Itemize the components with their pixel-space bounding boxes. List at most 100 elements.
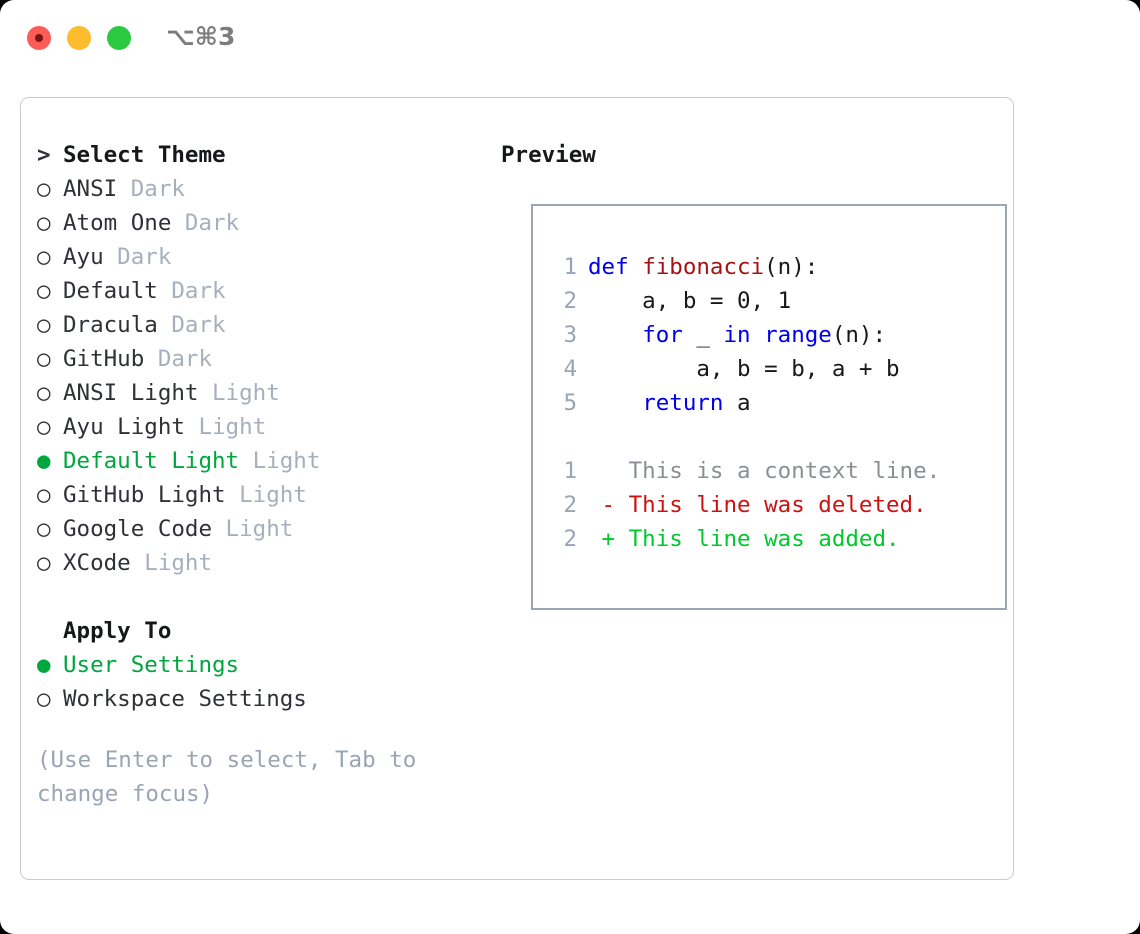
diff-line: 2 + This line was added. <box>551 522 940 556</box>
theme-item-label: GitHub Light <box>63 482 226 508</box>
code-token: (n): <box>764 254 819 280</box>
line-number: 2 <box>563 492 577 518</box>
radio-unselected-icon: ○ <box>37 550 51 576</box>
theme-item-default-light[interactable]: ●Default Light Light <box>37 444 487 478</box>
traffic-lights <box>27 26 131 50</box>
window-title: ⌥⌘3 <box>166 22 236 51</box>
apply-to-indent: • <box>37 614 63 648</box>
theme-item-ayu[interactable]: ○Ayu Dark <box>37 240 487 274</box>
radio-unselected-icon: ○ <box>37 686 51 712</box>
theme-item-variant: Dark <box>144 346 213 372</box>
radio-unselected-icon: ○ <box>37 312 51 338</box>
code-token <box>588 322 642 348</box>
code-token: for <box>642 322 683 348</box>
theme-item-variant: Dark <box>157 278 226 304</box>
code-token: a, b = 0, 1 <box>588 288 792 314</box>
code-line: 3 for _ in range(n): <box>551 318 940 352</box>
apply-to-list: ● User Settings ○ Workspace Settings <box>37 648 487 716</box>
line-number: 2 <box>563 526 577 552</box>
line-number: 4 <box>563 356 577 382</box>
line-number: 1 <box>563 458 577 484</box>
theme-item-label: Google Code <box>63 516 213 542</box>
theme-item-variant: Light <box>198 380 280 406</box>
theme-item-ansi-light[interactable]: ○ANSI Light Light <box>37 376 487 410</box>
diff-line: 1 This is a context line. <box>551 454 940 488</box>
select-theme-label: Select Theme <box>63 142 226 168</box>
close-button[interactable] <box>27 26 51 50</box>
code-token: _ <box>682 322 724 348</box>
radio-selected-icon: ● <box>37 652 51 678</box>
code-token: fibonacci <box>642 254 765 280</box>
theme-item-variant: Dark <box>171 210 240 236</box>
title-bar: ⌥⌘3 <box>0 0 1140 76</box>
theme-item-dracula[interactable]: ○Dracula Dark <box>37 308 487 342</box>
apply-to-item-workspace-settings[interactable]: ○ Workspace Settings <box>37 682 487 716</box>
preview-title: Preview <box>501 142 596 168</box>
code-line: 2 a, b = 0, 1 <box>551 284 940 318</box>
theme-item-variant: Dark <box>103 244 172 270</box>
theme-list: ○ANSI Dark○Atom One Dark○Ayu Dark○Defaul… <box>37 172 487 580</box>
theme-item-github-light[interactable]: ○ GitHub Light Light <box>37 478 487 512</box>
code-token <box>629 254 643 280</box>
theme-item-xcode[interactable]: ○XCode Light <box>37 546 487 580</box>
line-number: 1 <box>563 254 577 280</box>
apply-to-item-label: User Settings <box>63 652 240 678</box>
select-theme-header: > Select Theme <box>37 138 487 172</box>
minimize-button[interactable] <box>67 26 91 50</box>
diff-line: 2 - This line was deleted. <box>551 488 940 522</box>
code-diff-gap <box>551 420 940 454</box>
theme-item-variant: Light <box>184 414 267 440</box>
radio-unselected-icon: ○ <box>37 210 51 236</box>
main-panel: >Select Theme ○ANSI Dark○Atom One Dark○A… <box>20 97 1014 880</box>
radio-unselected-icon: ○ <box>37 482 51 508</box>
maximize-button[interactable] <box>107 26 131 50</box>
theme-item-github[interactable]: ○ GitHub Dark <box>37 342 487 376</box>
theme-item-label: Atom One <box>63 210 172 236</box>
code-token: range <box>764 322 832 348</box>
theme-item-label: GitHub <box>63 346 145 372</box>
code-token <box>751 322 765 348</box>
code-token: in <box>723 322 751 348</box>
apply-to-header: •Apply To <box>37 614 487 648</box>
code-token: a, b = b, a + b <box>588 356 900 382</box>
apply-to-item-label: Workspace Settings <box>63 686 307 712</box>
theme-item-atom-one[interactable]: ○ Atom One Dark <box>37 206 487 240</box>
prompt-caret-icon: > <box>37 142 51 168</box>
diff-line-text: + This line was added. <box>588 526 900 552</box>
theme-item-google-code[interactable]: ○ Google Code Light <box>37 512 487 546</box>
apply-to-label: Apply To <box>63 618 172 644</box>
code-token: def <box>588 254 629 280</box>
radio-unselected-icon: ○ <box>37 176 51 202</box>
theme-item-label: ANSI <box>63 176 118 202</box>
theme-item-label: Default <box>63 278 158 304</box>
theme-item-variant: Light <box>239 448 321 474</box>
theme-item-variant: Dark <box>117 176 185 202</box>
theme-item-label: ANSI Light <box>63 380 199 406</box>
diff-line-text: This is a context line. <box>588 458 941 484</box>
theme-item-variant: Light <box>225 482 307 508</box>
radio-unselected-icon: ○ <box>37 516 51 542</box>
code-token: (n): <box>831 322 887 348</box>
theme-item-variant: Dark <box>157 312 226 338</box>
theme-selector: >Select Theme ○ANSI Dark○Atom One Dark○A… <box>37 138 487 716</box>
code-token <box>588 390 642 416</box>
diff-line-text: - This line was deleted. <box>588 492 927 518</box>
theme-item-ansi[interactable]: ○ ANSI Dark <box>37 172 487 206</box>
theme-item-default[interactable]: ○Default Dark <box>37 274 487 308</box>
theme-item-variant: Light <box>212 516 294 542</box>
radio-selected-icon: ● <box>37 448 51 474</box>
radio-unselected-icon: ○ <box>37 346 51 372</box>
code-token: return <box>642 390 724 416</box>
line-number: 3 <box>563 322 577 348</box>
diff-sample: 1 This is a context line.2 - This line w… <box>551 454 940 556</box>
theme-item-variant: Light <box>130 550 213 576</box>
theme-item-ayu-light[interactable]: ○Ayu Light Light <box>37 410 487 444</box>
apply-to-item-user-settings[interactable]: ● User Settings <box>37 648 487 682</box>
line-number: 2 <box>563 288 577 314</box>
theme-item-label: Ayu Light <box>63 414 185 440</box>
